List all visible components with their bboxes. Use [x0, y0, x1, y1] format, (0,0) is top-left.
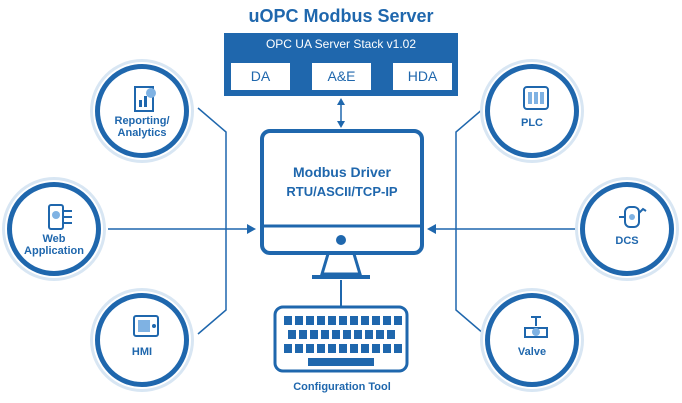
- node-label: HMI: [131, 346, 153, 358]
- keyboard-key: [387, 330, 395, 339]
- keyboard-key: [328, 316, 336, 325]
- node-plc: PLC: [485, 64, 579, 158]
- node-hmi: HMI: [95, 293, 189, 387]
- keyboard-key: [317, 316, 325, 325]
- keyboard-key: [295, 316, 303, 325]
- server-stack-panel: OPC UA Server Stack v1.02 DA A&E HDA: [224, 33, 458, 96]
- report-chart-icon: [132, 85, 158, 118]
- keyboard-key: [361, 344, 369, 353]
- keyboard-key: [383, 316, 391, 325]
- down-arrowhead: [337, 121, 345, 128]
- monitor-frame: [260, 129, 424, 255]
- node-web-application: Web Application: [7, 182, 101, 276]
- keyboard-key: [328, 344, 336, 353]
- node-label: Reporting/ Analytics: [114, 115, 170, 139]
- keyboard-key: [372, 344, 380, 353]
- valve-icon: [522, 314, 550, 347]
- node-valve: Valve: [485, 293, 579, 387]
- keyboard-key: [306, 344, 314, 353]
- configuration-tool-label: Configuration Tool: [293, 381, 391, 393]
- stack-item-hda: HDA: [393, 63, 452, 90]
- keyboard-spacebar: [308, 358, 374, 366]
- keyboard-key: [361, 316, 369, 325]
- left-arrowhead: [247, 224, 256, 234]
- stack-item-ae: A&E: [312, 63, 371, 90]
- keyboard-key: [310, 330, 318, 339]
- keyboard-key: [343, 330, 351, 339]
- monitor-power-dot: [336, 235, 346, 245]
- dcs-tank-icon: [617, 203, 647, 236]
- left-bracket-line: [197, 107, 227, 335]
- stack-title: OPC UA Server Stack v1.02: [265, 37, 417, 51]
- keyboard-key: [295, 344, 303, 353]
- plc-icon: [522, 85, 550, 116]
- keyboard-key: [339, 344, 347, 353]
- driver-name: Modbus Driver: [292, 164, 391, 180]
- up-arrowhead: [337, 98, 345, 105]
- keyboard-key: [383, 344, 391, 353]
- keyboard-key: [365, 330, 373, 339]
- node-label: PLC: [521, 117, 543, 129]
- right-arrowhead: [427, 224, 436, 234]
- node-label: Valve: [517, 346, 547, 358]
- keyboard-key: [284, 316, 292, 325]
- keyboard-key: [350, 344, 358, 353]
- node-dcs: DCS: [580, 182, 674, 276]
- node-label: DCS: [615, 235, 639, 247]
- keyboard-key: [321, 330, 329, 339]
- keyboard-key: [354, 330, 362, 339]
- hmi-panel-icon: [132, 314, 160, 345]
- keyboard-key: [339, 316, 347, 325]
- keyboard-key: [376, 330, 384, 339]
- keyboard-key: [350, 316, 358, 325]
- keyboard-key: [284, 344, 292, 353]
- keyboard-key: [299, 330, 307, 339]
- page-title: uOPC Modbus Server: [248, 6, 434, 26]
- node-reporting-analytics: Reporting/ Analytics: [95, 64, 189, 158]
- keyboard-key: [394, 316, 402, 325]
- keyboard-keys: [284, 316, 402, 366]
- right-bracket-line: [455, 107, 485, 335]
- stack-item-da: DA: [231, 63, 290, 90]
- node-label: Web Application: [24, 233, 84, 257]
- keyboard-key: [394, 344, 402, 353]
- driver-protocols: RTU/ASCII/TCP-IP: [286, 184, 398, 199]
- keyboard: [273, 305, 409, 373]
- keyboard-key: [372, 316, 380, 325]
- monitor-stand: [319, 253, 363, 276]
- keyboard-key: [288, 330, 296, 339]
- web-app-icon: [44, 203, 74, 236]
- keyboard-key: [332, 330, 340, 339]
- keyboard-key: [306, 316, 314, 325]
- keyboard-key: [317, 344, 325, 353]
